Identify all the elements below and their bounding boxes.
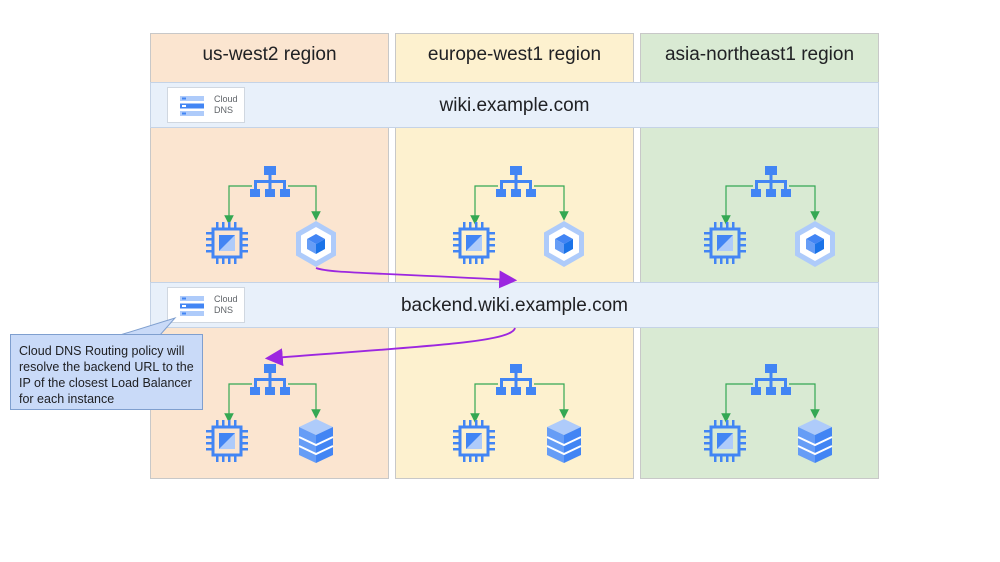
database-icon xyxy=(797,418,833,464)
routing-policy-callout: Cloud DNS Routing policy will resolve th… xyxy=(10,334,203,410)
backend-tier-us-west2 xyxy=(204,364,334,464)
load-balancer-icon xyxy=(250,364,290,395)
backend-dns-band: Cloud DNS backend.wiki.example.com xyxy=(150,282,879,328)
cloud-dns-label: Cloud DNS xyxy=(214,94,238,115)
connector xyxy=(470,185,498,225)
load-balancer-icon xyxy=(250,166,290,197)
connector xyxy=(534,383,569,419)
connector xyxy=(224,383,252,423)
frontend-hostname: wiki.example.com xyxy=(439,95,590,116)
connector xyxy=(534,185,569,221)
callout-pointer xyxy=(119,316,177,336)
load-balancer-icon xyxy=(496,364,536,395)
backend-hostname: backend.wiki.example.com xyxy=(400,295,629,316)
connector xyxy=(789,185,820,221)
connector xyxy=(721,185,753,225)
cloud-dns-label: Cloud DNS xyxy=(214,294,238,315)
routing-arrow-request xyxy=(315,267,518,289)
database-icon xyxy=(546,418,582,464)
kubernetes-engine-icon xyxy=(795,221,835,267)
load-balancer-icon xyxy=(496,166,536,197)
connector xyxy=(288,185,321,221)
compute-engine-icon xyxy=(204,418,250,464)
compute-engine-icon xyxy=(702,418,748,464)
load-balancer-icon xyxy=(751,166,791,197)
region-title: asia-northeast1 region xyxy=(664,44,855,65)
cloud-dns-badge: Cloud DNS xyxy=(167,287,245,323)
connector xyxy=(224,185,252,225)
frontend-dns-band: Cloud DNS wiki.example.com xyxy=(150,82,879,128)
backend-tier-europe-west1 xyxy=(451,364,582,464)
region-title: us-west2 region xyxy=(202,44,337,65)
frontend-tier-europe-west1 xyxy=(451,166,584,267)
kubernetes-engine-icon xyxy=(296,221,336,267)
cloud-dns-badge: Cloud DNS xyxy=(167,87,245,123)
database-icon xyxy=(298,418,334,464)
frontend-tier-asia-northeast1 xyxy=(702,166,835,267)
compute-engine-icon xyxy=(451,220,497,266)
backend-tier-asia-northeast1 xyxy=(702,364,833,464)
connector xyxy=(288,383,321,419)
cloud-dns-icon xyxy=(180,296,204,316)
compute-engine-icon xyxy=(451,418,497,464)
connector xyxy=(470,383,498,423)
kubernetes-engine-icon xyxy=(544,221,584,267)
load-balancer-icon xyxy=(751,364,791,395)
connector xyxy=(721,383,753,423)
frontend-tier-us-west2 xyxy=(204,166,336,267)
compute-engine-icon xyxy=(702,220,748,266)
routing-arrow-resolve xyxy=(264,327,516,367)
region-title: europe-west1 region xyxy=(427,44,602,65)
compute-engine-icon xyxy=(204,220,250,266)
connector xyxy=(789,383,820,419)
cloud-dns-icon xyxy=(180,96,204,116)
